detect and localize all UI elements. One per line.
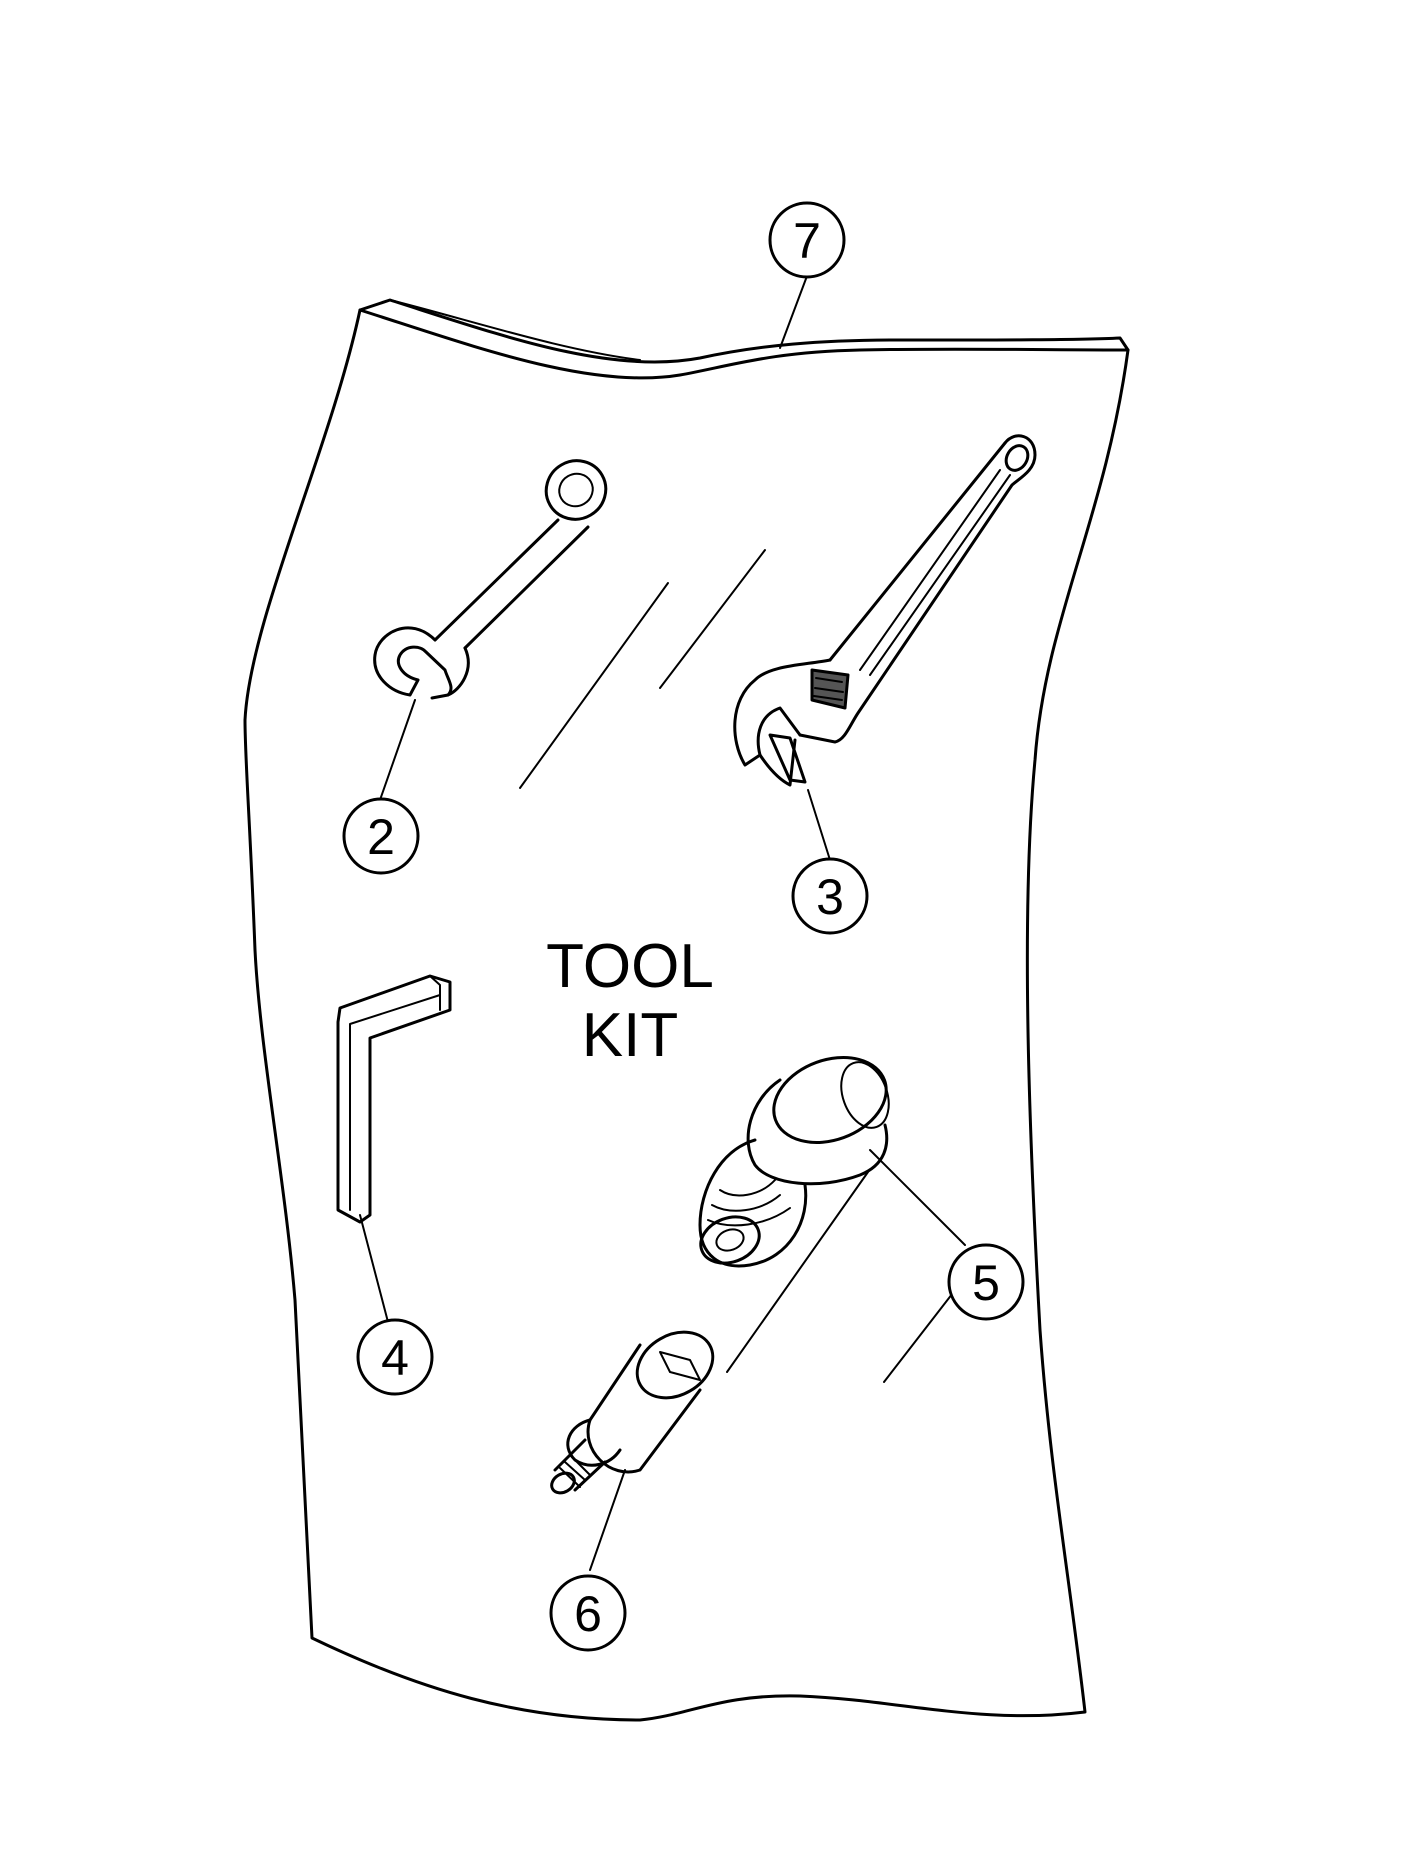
callout-7-circle [768,201,846,279]
threaded-stud [550,1330,715,1495]
callout-6-circle [549,1574,627,1652]
callout-2-circle [342,797,420,875]
callout-5: 5 [947,1243,1025,1321]
callout-7: 7 [768,201,846,279]
callout-7-label: 7 [793,213,821,269]
title-line-1: TOOL [546,932,714,1001]
title-line-2: KIT [582,1001,678,1070]
callout-6: 6 [549,1574,627,1652]
tool-kit-title: TOOL KIT [546,932,714,1070]
callout-5-circle [947,1243,1025,1321]
callout-3-circle [791,857,869,935]
adjustable-wrench [733,434,1037,787]
leader-lines [359,275,966,1571]
callout-3: 3 [791,857,869,935]
callout-4-circle [356,1318,434,1396]
callout-2-label: 2 [367,809,395,865]
callout-4-label: 4 [381,1330,409,1386]
callout-5-label: 5 [972,1255,1000,1311]
callout-3-label: 3 [816,869,844,925]
tool-bag [243,298,1130,1722]
callout-6-label: 6 [574,1586,602,1642]
callout-2: 2 [342,797,420,875]
combination-wrench [373,459,608,700]
callout-4: 4 [356,1318,434,1396]
hex-key [336,974,452,1224]
cap-screw [698,1055,890,1268]
